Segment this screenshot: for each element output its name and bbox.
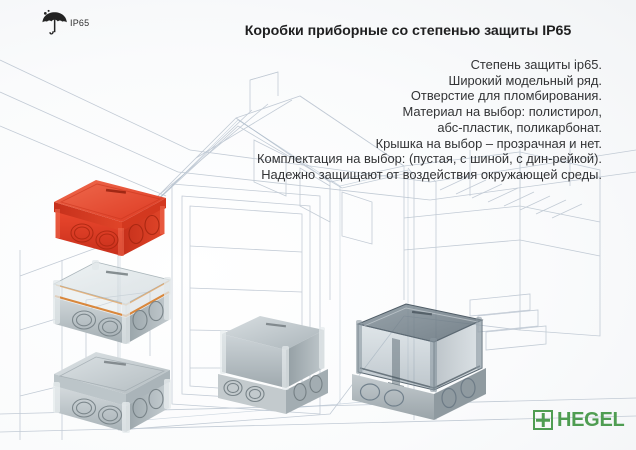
feature-line: Материал на выбор: полистирол, <box>402 104 602 120</box>
feature-line: абс-пластик, поликарбонат. <box>437 119 602 135</box>
feature-line: Широкий модельный ряд. <box>448 72 603 88</box>
product-red-junction-box <box>48 176 172 260</box>
page-title: Коробки приборные со степенью защиты IP6… <box>244 23 572 39</box>
feature-line: Надежно защищают от воздействия окружающ… <box>261 166 602 182</box>
product-gray-box-solid-lid <box>44 348 176 436</box>
ip-rating-tag: IP65 <box>70 18 90 28</box>
feature-line: Комплектация на выбор: (пустая, с шиной,… <box>257 151 602 167</box>
product-gray-box-tall-lid <box>214 312 332 424</box>
hegel-logo: HEGEL <box>533 409 625 431</box>
feature-line: Крышка на выбор – прозрачная и нет. <box>375 135 602 151</box>
feature-line: Отверстие для пломбирования. <box>410 88 602 104</box>
umbrella-keep-dry-icon <box>38 9 72 39</box>
product-gray-box-transparent-lid <box>44 258 176 350</box>
four-pane-square-icon <box>533 410 553 430</box>
hegel-logo-text: HEGEL <box>557 409 625 431</box>
product-box-tall-smoked-lid <box>350 302 490 432</box>
feature-list: Степень защиты ip65. Широкий модельный р… <box>182 57 602 183</box>
feature-line: Степень защиты ip65. <box>470 57 602 72</box>
